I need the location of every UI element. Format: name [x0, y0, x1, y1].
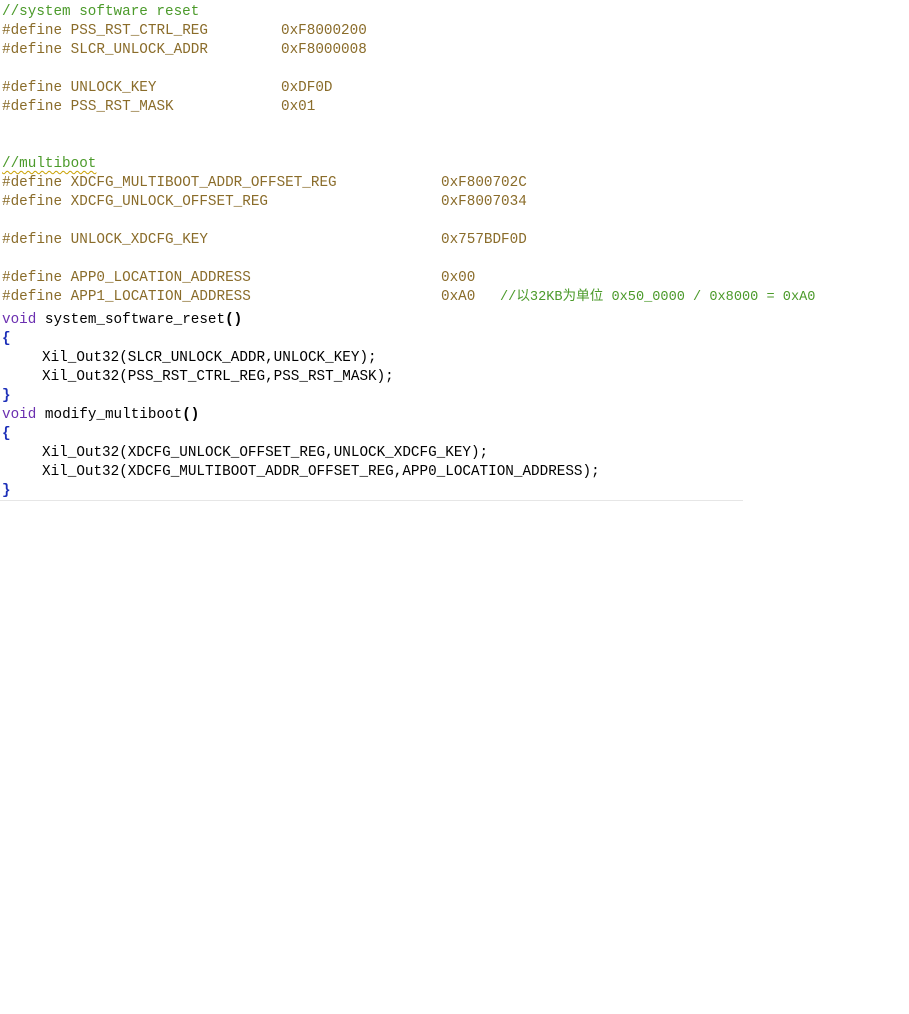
macro-name: UNLOCK_XDCFG_KEY	[70, 232, 208, 248]
macro-value: 0xF8007034	[441, 194, 527, 210]
define-keyword: #define	[2, 175, 63, 191]
macro-name: APP1_LOCATION_ADDRESS	[70, 289, 251, 305]
macro-value: 0xF800702C	[441, 175, 527, 191]
define-keyword: #define	[2, 289, 63, 305]
comment-system-reset: //system software reset	[2, 4, 200, 20]
define-keyword: #define	[2, 270, 63, 286]
function-signature: void system_software_reset()	[2, 311, 242, 330]
statement-line: Xil_Out32(PSS_RST_CTRL_REG,PSS_RST_MASK)…	[42, 369, 394, 385]
macro-value: 0xF8000200	[281, 23, 367, 39]
macro-value: 0x757BDF0D	[441, 232, 527, 248]
macro-name: XDCFG_MULTIBOOT_ADDR_OFFSET_REG	[70, 175, 337, 191]
define-line: #define APP1_LOCATION_ADDRESS 0xA0 //以32KB…	[2, 288, 815, 307]
statement-line: Xil_Out32(XDCFG_MULTIBOOT_ADDR_OFFSET_RE…	[42, 464, 600, 480]
define-line: #define PSS_RST_CTRL_REG 0xF8000200	[2, 22, 367, 41]
define-line: #define SLCR_UNLOCK_ADDR 0xF8000008	[2, 41, 367, 60]
define-line: #define XDCFG_UNLOCK_OFFSET_REG 0xF800703…	[2, 193, 527, 212]
brace-close: }	[2, 483, 11, 499]
macro-name: APP0_LOCATION_ADDRESS	[70, 270, 251, 286]
define-keyword: #define	[2, 99, 63, 115]
brace-open: {	[2, 426, 11, 442]
define-line: #define APP0_LOCATION_ADDRESS 0x00	[2, 269, 475, 288]
define-keyword: #define	[2, 42, 63, 58]
define-line: #define PSS_RST_MASK 0x01	[2, 98, 315, 117]
void-keyword: void	[2, 407, 37, 423]
multiboot-comment-text: //multiboot	[2, 156, 97, 172]
define-line: #define UNLOCK_XDCFG_KEY 0x757BDF0D	[2, 231, 527, 250]
brace-close: }	[2, 388, 11, 404]
function-parens: ()	[225, 312, 243, 328]
function-name: modify_multiboot	[44, 407, 183, 423]
macro-value: 0x01	[281, 99, 316, 115]
void-keyword: void	[2, 312, 37, 328]
comment-multiboot: //multiboot	[2, 155, 96, 174]
code-editor[interactable]: //system software reset #define PSS_RST_…	[0, 0, 909, 507]
divider	[0, 500, 743, 501]
macro-value: 0x00	[441, 270, 476, 286]
function-name: system_software_reset	[44, 312, 226, 328]
define-keyword: #define	[2, 232, 63, 248]
inline-comment: //以32KB为单位 0x50_0000 / 0x8000 = 0xA0	[500, 290, 816, 305]
statement-line: Xil_Out32(SLCR_UNLOCK_ADDR,UNLOCK_KEY);	[42, 350, 377, 366]
macro-value: 0xA0	[441, 289, 476, 305]
define-line: #define UNLOCK_KEY 0xDF0D	[2, 79, 332, 98]
macro-name: UNLOCK_KEY	[70, 80, 157, 96]
define-keyword: #define	[2, 23, 63, 39]
macro-name: PSS_RST_CTRL_REG	[70, 23, 208, 39]
macro-name: SLCR_UNLOCK_ADDR	[70, 42, 208, 58]
define-keyword: #define	[2, 80, 63, 96]
brace-open: {	[2, 331, 11, 347]
function-signature: void modify_multiboot()	[2, 406, 199, 425]
define-line: #define XDCFG_MULTIBOOT_ADDR_OFFSET_REG 0…	[2, 174, 527, 193]
macro-name: PSS_RST_MASK	[70, 99, 174, 115]
macro-name: XDCFG_UNLOCK_OFFSET_REG	[70, 194, 268, 210]
macro-value: 0xF8000008	[281, 42, 367, 58]
function-parens: ()	[182, 407, 200, 423]
macro-value: 0xDF0D	[281, 80, 333, 96]
define-keyword: #define	[2, 194, 63, 210]
statement-line: Xil_Out32(XDCFG_UNLOCK_OFFSET_REG,UNLOCK…	[42, 445, 489, 461]
